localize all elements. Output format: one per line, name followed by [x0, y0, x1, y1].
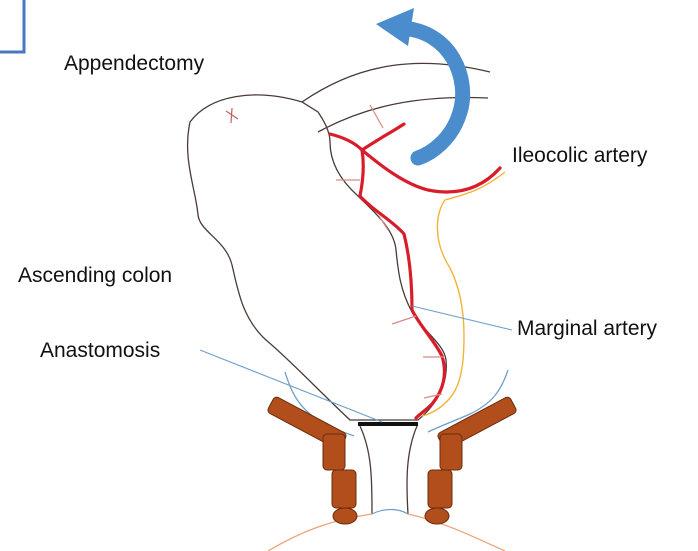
rotation-arrow-icon — [376, 8, 463, 158]
ileocolic-artery-label: Ileocolic artery — [512, 145, 647, 166]
rectum-left-wall — [360, 426, 372, 514]
rectum-bottom — [372, 510, 408, 515]
pelvic-muscles-right — [425, 396, 517, 524]
anastomosis-label: Anastomosis — [40, 340, 160, 361]
pelvic-floor-right — [408, 514, 505, 551]
appendectomy-mark — [226, 108, 238, 123]
appendectomy-label: Appendectomy — [64, 53, 204, 74]
yellow-vessel — [422, 172, 505, 416]
marginal-artery-label: Marginal artery — [517, 318, 657, 339]
rectum-right-wall — [407, 426, 417, 514]
frame-corner — [0, 0, 24, 52]
vasa-recta — [336, 180, 444, 398]
pelvic-muscles-left — [267, 396, 357, 524]
ascending-colon-label: Ascending colon — [18, 265, 172, 286]
